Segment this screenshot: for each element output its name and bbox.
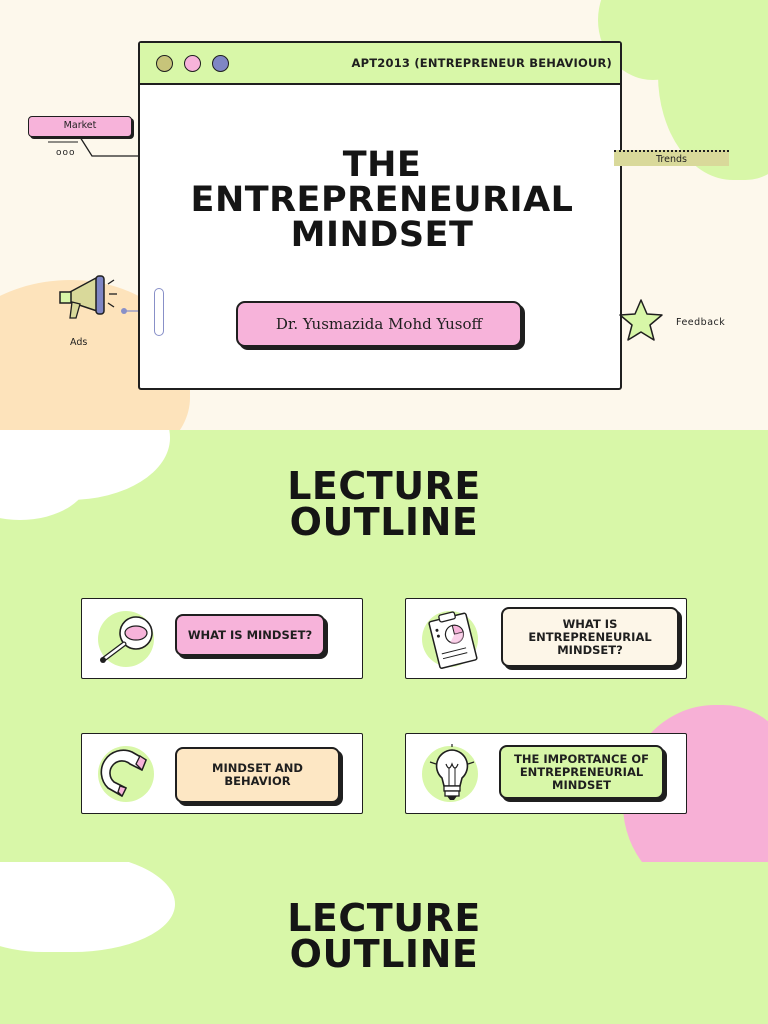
- outline-card-what-is-mindset[interactable]: WHAT IS MINDSET?: [81, 598, 363, 679]
- title-line: MINDSET: [290, 215, 474, 255]
- outline-item-label: THE IMPORTANCE OF ENTREPRENEURIAL MINDSE…: [499, 745, 664, 799]
- ads-label: Ads: [70, 337, 88, 348]
- presentation-title: THE ENTREPRENEURIAL MINDSET: [140, 148, 624, 253]
- clipboard-chart-icon: [428, 611, 478, 669]
- outline-title: LECTURE OUTLINE: [0, 896, 768, 976]
- window-dot-purple: [212, 54, 229, 72]
- outline-item-label: WHAT IS ENTREPRENEURIAL MINDSET?: [501, 607, 679, 667]
- author-name: Dr. Yusmazida Mohd Yusoff: [236, 301, 522, 347]
- title-line: THE: [342, 145, 422, 185]
- title-line: LECTURE: [287, 896, 481, 940]
- market-dots: ooo: [56, 148, 76, 158]
- outline-title: LECTURE OUTLINE: [0, 464, 768, 544]
- magnet-icon: [100, 749, 147, 798]
- decorative-blob: [0, 862, 175, 952]
- outline-card-importance-of-entrepreneurial-mindset[interactable]: THE IMPORTANCE OF ENTREPRENEURIAL MINDSE…: [405, 733, 687, 814]
- title-line: OUTLINE: [289, 500, 479, 544]
- window-title-bar: APT2013 (ENTREPRENEUR BEHAVIOUR): [140, 43, 620, 85]
- course-code: APT2013 (ENTREPRENEUR BEHAVIOUR): [351, 56, 612, 70]
- vertical-pill: [154, 288, 164, 336]
- feedback-label: Feedback: [676, 317, 726, 328]
- outline-slide-duplicate: LECTURE OUTLINE: [0, 862, 768, 1024]
- outline-slide: LECTURE OUTLINE WHAT IS MINDSET?: [0, 430, 768, 862]
- title-slide: APT2013 (ENTREPRENEUR BEHAVIOUR) THE ENT…: [0, 0, 768, 430]
- outline-item-label: WHAT IS MINDSET?: [175, 614, 325, 656]
- magnifier-icon: [100, 616, 153, 663]
- title-line: ENTREPRENEURIAL: [190, 180, 574, 220]
- trends-tag: Trends: [614, 150, 729, 166]
- megaphone-icon: [59, 275, 117, 319]
- window-dot-olive: [156, 54, 173, 72]
- outline-card-what-is-entrepreneurial-mindset[interactable]: WHAT IS ENTREPRENEURIAL MINDSET?: [405, 598, 687, 679]
- market-tag: Market: [28, 116, 132, 137]
- browser-window-frame: APT2013 (ENTREPRENEUR BEHAVIOUR) THE ENT…: [138, 41, 622, 390]
- star-icon: [619, 299, 663, 341]
- outline-item-label: MINDSET AND BEHAVIOR: [175, 747, 340, 803]
- outline-card-mindset-and-behavior[interactable]: MINDSET AND BEHAVIOR: [81, 733, 363, 814]
- title-line: OUTLINE: [289, 932, 479, 976]
- window-dot-pink: [184, 54, 201, 72]
- title-line: LECTURE: [287, 464, 481, 508]
- lightbulb-icon: [429, 744, 475, 800]
